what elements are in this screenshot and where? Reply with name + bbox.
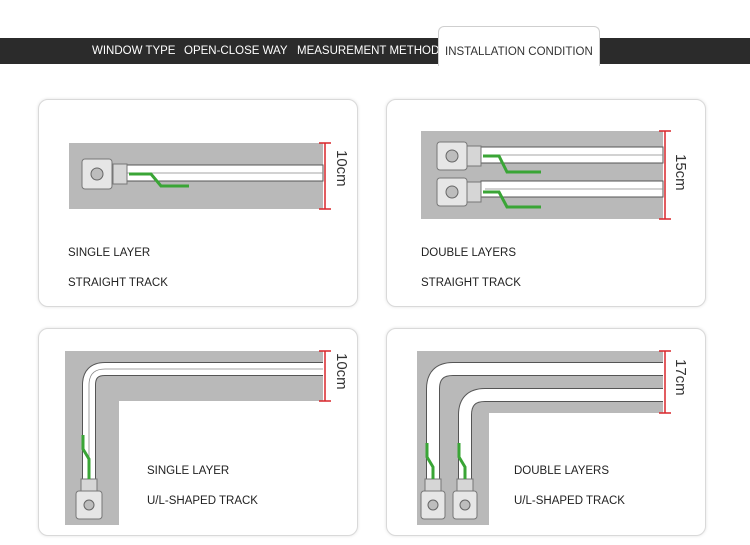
track-label: U/L-SHAPED TRACK bbox=[514, 495, 625, 507]
tab-open-close-way[interactable]: OPEN-CLOSE WAY bbox=[184, 45, 288, 57]
card-double-straight: 15cm DOUBLE LAYERS STRAIGHT TRACK bbox=[386, 99, 706, 307]
measure-label: 17cm bbox=[672, 359, 689, 396]
wall-ceiling bbox=[65, 351, 323, 525]
layer-label: SINGLE LAYER bbox=[147, 465, 230, 477]
measure-label: 10cm bbox=[333, 150, 350, 187]
card-single-straight: 10cm SINGLE LAYER STRAIGHT TRACK bbox=[38, 99, 358, 307]
cord-icon bbox=[483, 190, 541, 209]
track-label: STRAIGHT TRACK bbox=[68, 277, 168, 289]
measure-label: 10cm bbox=[333, 353, 350, 390]
tab-window-type[interactable]: WINDOW TYPE bbox=[92, 45, 176, 57]
double-straight-track-diagram bbox=[421, 130, 671, 220]
curtain-rail bbox=[427, 363, 663, 390]
layer-label: DOUBLE LAYERS bbox=[514, 465, 610, 477]
card-single-ul: 10cm SINGLE LAYER U/L-SHAPED TRACK bbox=[38, 328, 358, 536]
cord-icon bbox=[425, 443, 435, 479]
layer-label: DOUBLE LAYERS bbox=[421, 247, 517, 259]
track-label: STRAIGHT TRACK bbox=[421, 277, 521, 289]
cord-icon bbox=[457, 443, 467, 479]
single-straight-track-diagram bbox=[69, 142, 331, 210]
single-ul-track-diagram bbox=[65, 350, 331, 525]
curtain-rail bbox=[459, 389, 663, 416]
track-label: U/L-SHAPED TRACK bbox=[147, 495, 258, 507]
cord-icon bbox=[129, 172, 189, 188]
nav-bar bbox=[0, 38, 750, 64]
tab-measurement-method[interactable]: MEASUREMENT METHOD bbox=[297, 45, 440, 57]
double-ul-track-diagram bbox=[417, 350, 671, 525]
layer-label: SINGLE LAYER bbox=[68, 247, 151, 259]
card-double-ul: 17cm DOUBLE LAYERS U/L-SHAPED TRACK bbox=[386, 328, 706, 536]
tab-installation-condition[interactable]: INSTALLATION CONDITION bbox=[438, 26, 600, 66]
measure-label: 15cm bbox=[672, 154, 689, 191]
cord-icon bbox=[483, 154, 541, 174]
cord-icon bbox=[81, 435, 91, 479]
